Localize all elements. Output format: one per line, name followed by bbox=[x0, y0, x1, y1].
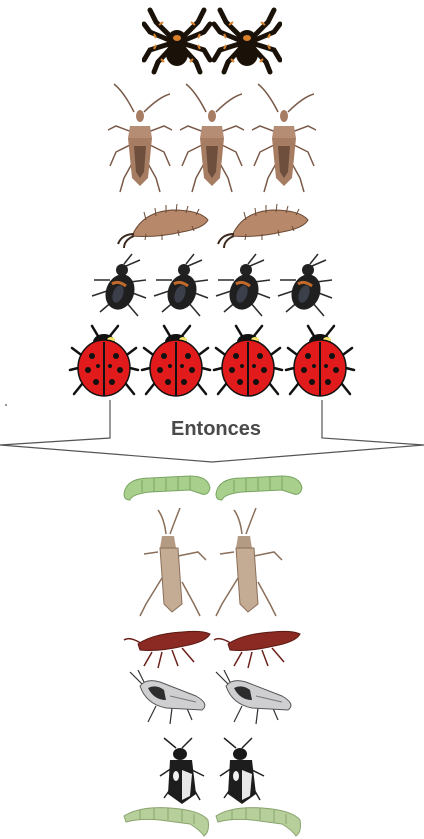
red-bug-icon bbox=[122, 622, 212, 670]
assassin-bug-icon bbox=[104, 82, 176, 196]
tarantula-icon bbox=[142, 6, 212, 76]
beetle-icon bbox=[150, 250, 212, 320]
caterpillar-row-bottom bbox=[0, 804, 424, 839]
larva-row bbox=[0, 198, 424, 250]
assassin-bug-icon bbox=[248, 82, 320, 196]
red-bug-icon bbox=[212, 622, 302, 670]
assassin-bug-icon bbox=[176, 82, 248, 196]
ladybug-row bbox=[0, 322, 424, 402]
ladybug-icon bbox=[212, 322, 284, 402]
beetle-icon bbox=[212, 250, 274, 320]
red-bug-row bbox=[0, 622, 424, 670]
plant-bug-row bbox=[0, 670, 424, 726]
black-bug-icon bbox=[212, 736, 272, 806]
entonces-label: Entonces bbox=[110, 410, 322, 448]
caterpillar-icon bbox=[120, 804, 212, 839]
beetle-row bbox=[0, 250, 424, 320]
ladybug-icon bbox=[140, 322, 212, 402]
ladybug-icon bbox=[68, 322, 140, 402]
beetle-icon bbox=[88, 250, 150, 320]
caterpillar-icon bbox=[212, 804, 304, 839]
larva-icon bbox=[112, 198, 212, 250]
caterpillar-row-top bbox=[0, 468, 424, 504]
assassin-bug-row bbox=[0, 82, 424, 196]
caterpillar-icon bbox=[212, 468, 304, 504]
black-bug-row bbox=[0, 736, 424, 806]
caterpillar-icon bbox=[120, 468, 212, 504]
tarantula-icon bbox=[212, 6, 282, 76]
grasshopper-bug-icon bbox=[136, 508, 212, 620]
grasshopper-bug-row bbox=[0, 508, 424, 620]
plant-bug-icon bbox=[126, 670, 212, 726]
larva-icon bbox=[212, 198, 312, 250]
grasshopper-bug-icon bbox=[212, 508, 288, 620]
plant-bug-icon bbox=[212, 670, 298, 726]
black-bug-icon bbox=[152, 736, 212, 806]
beetle-icon bbox=[274, 250, 336, 320]
tarantula-row bbox=[0, 6, 424, 76]
ladybug-icon bbox=[284, 322, 356, 402]
